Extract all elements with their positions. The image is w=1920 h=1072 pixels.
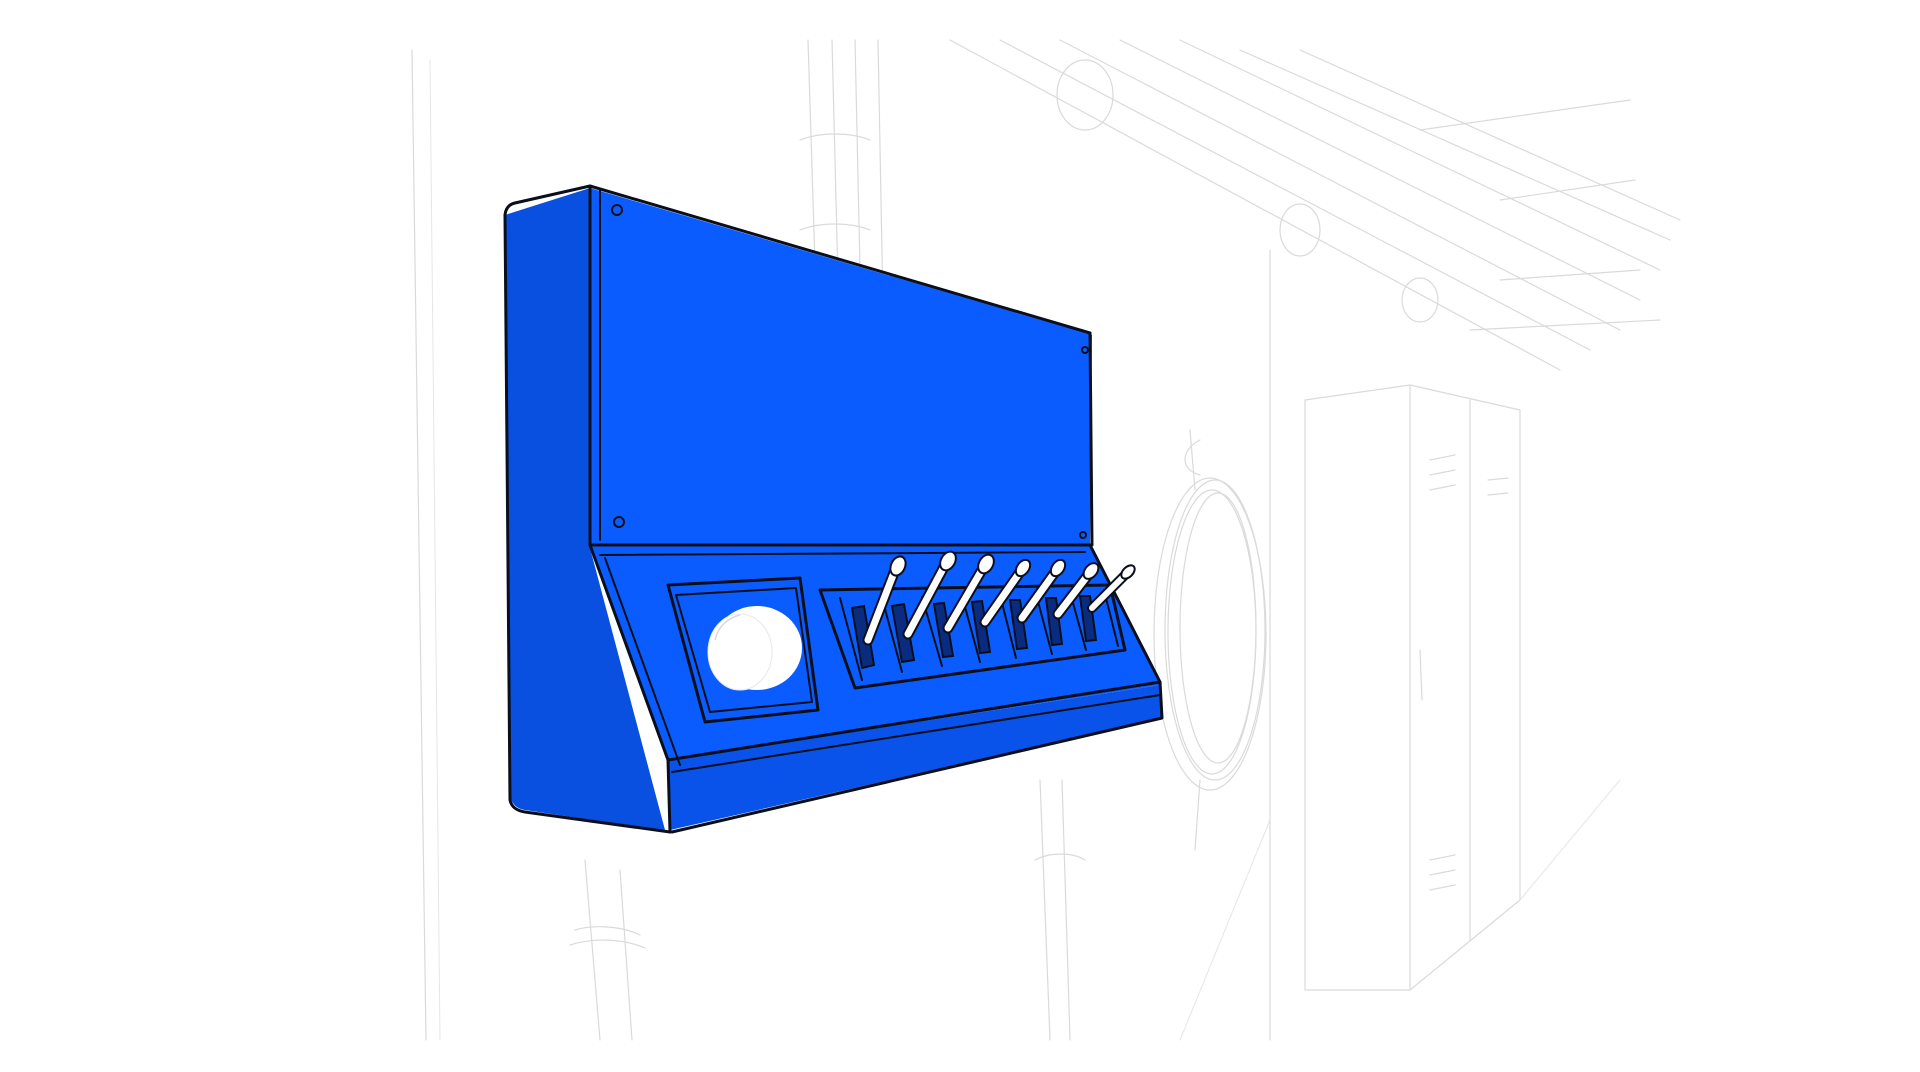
- round-push-button-icon: [666, 576, 820, 724]
- control-panel-icon: [503, 184, 1164, 834]
- toggle-lever-icon: [818, 550, 1136, 690]
- background-sketch: [411, 39, 1681, 1041]
- coiled-hose-icon: [1153, 429, 1267, 851]
